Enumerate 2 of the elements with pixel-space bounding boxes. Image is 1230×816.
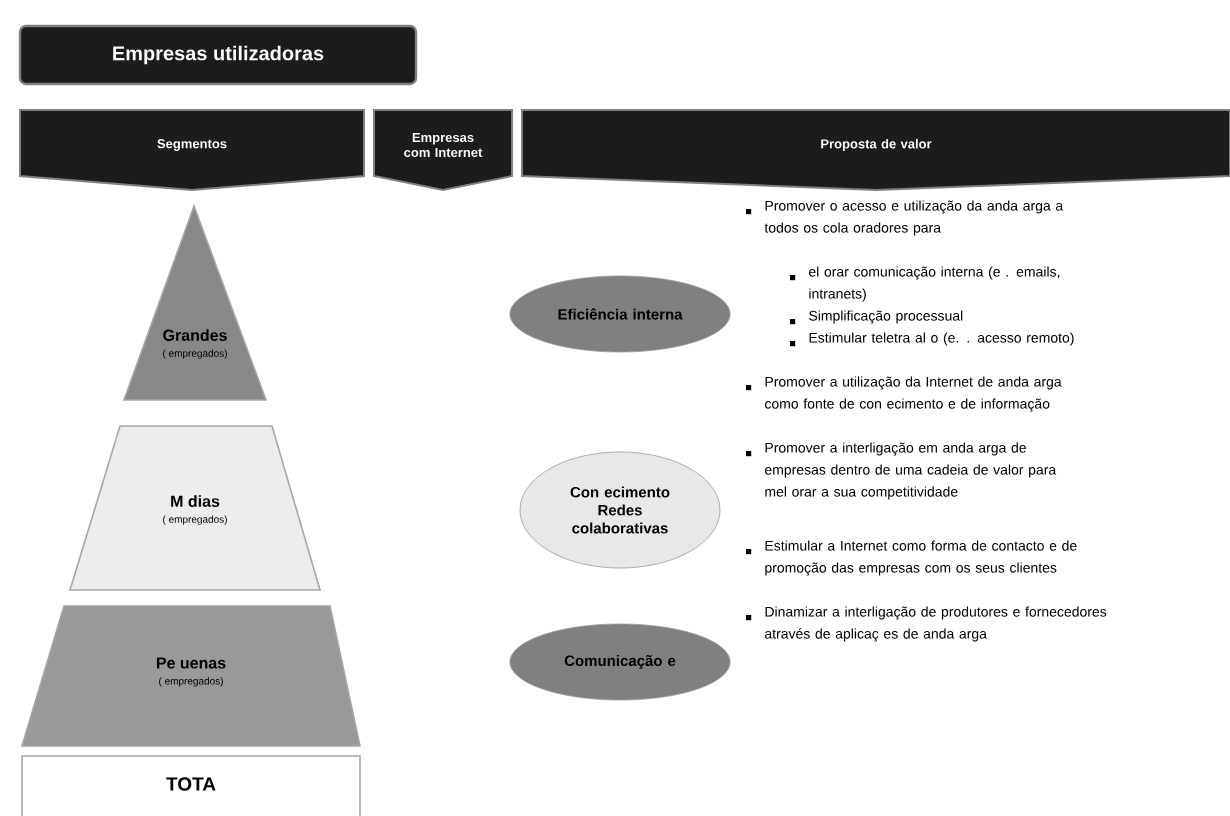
title-box: Empresas utilizadoras — [18, 24, 418, 86]
total-box: TOTA — [21, 755, 361, 816]
